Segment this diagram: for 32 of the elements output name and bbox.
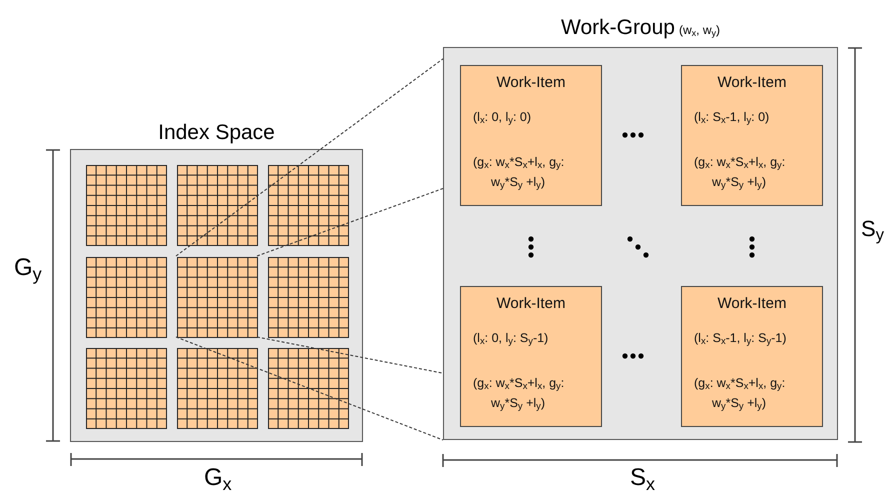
grid-block (86, 165, 167, 246)
panel-heading: Work-Group (561, 15, 675, 41)
global-index-text: (g$_{x}$: w$_{x}$*S$_{x}$+l$_{x}$, g$_{y}$: w$_{y}$*S$_{y}$ +l$_{y}$) (473, 375, 566, 413)
global-index-text: (g$_{x}$: w$_{x}$*S$_{x}$+l$_{x}$, g$_{y}$: w$_{y}$*S$_{y}$ +l$_{y}$) (694, 375, 786, 413)
local-index-text: (l$_{x}$: 0, l$_{y}$: S$_{y}$-1) (473, 330, 548, 348)
grid-block (86, 257, 167, 338)
panel-subheading: (w$_{x}$, w$_{y}$) (678, 22, 720, 39)
grid-block (177, 257, 258, 338)
grid-block (86, 348, 167, 429)
global-index-text: (g$_{x}$: w$_{x}$*S$_{x}$+l$_{x}$, g$_{y}$: w$_{y}$*S$_{y}$ +l$_{y}$) (694, 154, 786, 192)
work-item-box (460, 286, 602, 427)
work-item-title: Work-Item (496, 294, 566, 314)
grid-block (268, 348, 349, 429)
global-index-text: (g$_{x}$: w$_{x}$*S$_{x}$+l$_{x}$, g$_{y}$: w$_{y}$*S$_{y}$ +l$_{y}$) (473, 154, 566, 192)
panel-heading: Index Space (157, 120, 276, 146)
work-item-box (681, 65, 823, 206)
grid-block (268, 165, 349, 246)
dimension-label: G$_{x}$ (204, 466, 232, 490)
dashed-leader-line (256, 336, 444, 374)
local-index-text: (l$_{x}$: S$_{x}$-1, l$_{y}$: 0) (694, 109, 770, 127)
work-item-title: Work-Item (716, 294, 788, 314)
local-index-text: (l$_{x}$: S$_{x}$-1, l$_{y}$: S$_{y}$-1) (694, 330, 786, 348)
grid-block (268, 257, 349, 338)
grid-block (177, 348, 258, 429)
work-item-title: Work-Item (496, 73, 566, 93)
work-item-title: Work-Item (716, 73, 788, 93)
dimension-label: S$_{x}$ (630, 466, 656, 490)
work-item-box (460, 65, 602, 206)
dashed-leader-line (176, 336, 444, 440)
work-item-box (681, 286, 823, 427)
grid-block (177, 165, 258, 246)
local-index-text: (l$_{x}$: 0, l$_{y}$: 0) (473, 109, 532, 127)
